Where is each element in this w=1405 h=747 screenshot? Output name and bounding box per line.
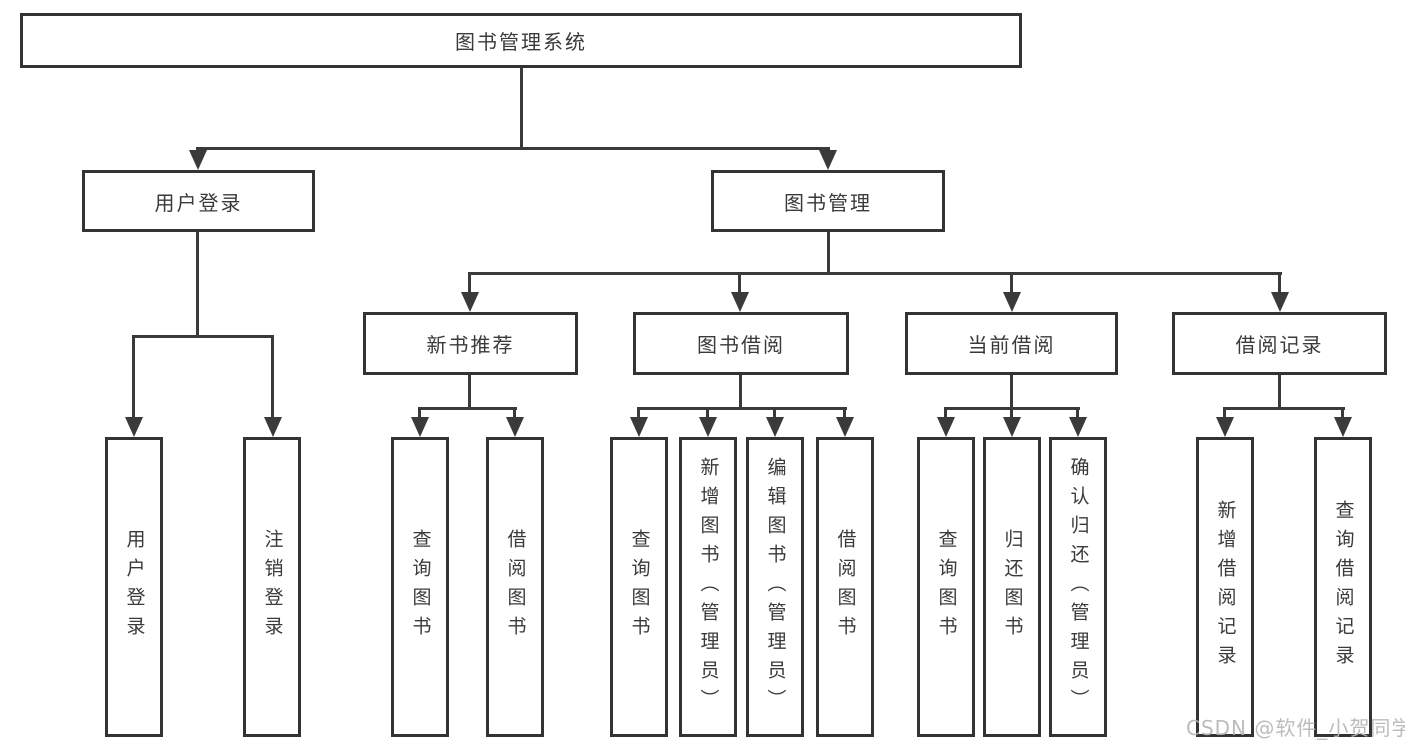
arrowhead-down-icon — [1003, 292, 1021, 312]
node-borrow-records: 借阅记录 — [1172, 312, 1387, 375]
arrowhead-down-icon — [766, 417, 784, 437]
node-user-login-branch-label: 用户登录 — [154, 190, 243, 215]
node-root: 图书管理系统 — [20, 13, 1022, 68]
arrowhead-down-icon — [819, 150, 837, 170]
arrowhead-down-icon — [699, 417, 717, 437]
node-add-books-admin-label: 新增图书（管理员） — [697, 456, 720, 718]
node-borrow-books-recommend: 借阅图书 — [486, 437, 544, 737]
arrowhead-down-icon — [937, 417, 955, 437]
connector-line — [1223, 407, 1345, 410]
node-borrow-books-borrowing-label: 借阅图书 — [834, 529, 857, 645]
connector-line — [197, 147, 830, 150]
connector-line — [418, 407, 421, 420]
node-logout-leaf: 注销登录 — [243, 437, 301, 737]
node-root-label: 图书管理系统 — [455, 30, 587, 54]
arrowhead-down-icon — [1271, 292, 1289, 312]
node-borrow-records-label: 借阅记录 — [1235, 333, 1324, 357]
node-confirm-return-admin: 确认归还（管理员） — [1049, 437, 1107, 737]
node-new-book-recommend-label: 新书推荐 — [426, 333, 515, 357]
connector-line — [1010, 272, 1013, 295]
arrowhead-down-icon — [731, 292, 749, 312]
node-edit-books-admin-label: 编辑图书（管理员） — [764, 456, 787, 718]
arrowhead-down-icon — [1069, 417, 1087, 437]
connector-line — [1341, 407, 1344, 420]
arrowhead-down-icon — [506, 417, 524, 437]
connector-line — [843, 407, 846, 420]
node-current-borrowing: 当前借阅 — [905, 312, 1118, 375]
connector-line — [1223, 407, 1226, 420]
arrowhead-down-icon — [1003, 417, 1021, 437]
connector-line — [637, 407, 640, 420]
connector-line — [944, 407, 947, 420]
connector-line — [196, 232, 199, 337]
connector-line — [1278, 375, 1281, 409]
node-logout-leaf-label: 注销登录 — [261, 529, 284, 645]
connector-line — [827, 232, 830, 275]
node-current-borrowing-label: 当前借阅 — [967, 333, 1056, 357]
node-user-login-branch: 用户登录 — [82, 170, 315, 232]
arrowhead-down-icon — [836, 417, 854, 437]
connector-line — [132, 335, 274, 338]
connector-line — [271, 335, 274, 420]
connector-line — [520, 68, 523, 148]
node-book-borrowing: 图书借阅 — [633, 312, 849, 375]
arrowhead-down-icon — [1216, 417, 1234, 437]
connector-line — [468, 272, 471, 295]
arrowhead-down-icon — [189, 150, 207, 170]
node-book-management-label: 图书管理 — [784, 190, 872, 215]
arrowhead-down-icon — [264, 417, 282, 437]
connector-line — [1010, 375, 1013, 409]
connector-line — [739, 375, 742, 409]
arrowhead-down-icon — [1334, 417, 1352, 437]
connector-line — [468, 375, 471, 409]
arrowhead-down-icon — [630, 417, 648, 437]
connector-line — [468, 272, 1282, 275]
connector-line — [637, 407, 847, 410]
node-query-books-current: 查询图书 — [917, 437, 975, 737]
watermark: CSDN @软件_小贺同学 — [1186, 716, 1405, 740]
node-book-borrowing-label: 图书借阅 — [697, 333, 785, 357]
node-query-books-borrowing-label: 查询图书 — [628, 529, 651, 645]
node-new-book-recommend: 新书推荐 — [363, 312, 578, 375]
node-borrow-books-recommend-label: 借阅图书 — [504, 529, 527, 645]
node-query-books-recommend: 查询图书 — [391, 437, 449, 737]
arrowhead-down-icon — [411, 417, 429, 437]
node-query-books-borrowing: 查询图书 — [610, 437, 668, 737]
connector-line — [1278, 272, 1281, 295]
connector-line — [738, 272, 741, 295]
arrowhead-down-icon — [125, 417, 143, 437]
connector-line — [132, 335, 135, 420]
node-edit-books-admin: 编辑图书（管理员） — [746, 437, 804, 737]
node-query-borrow-record-label: 查询借阅记录 — [1332, 500, 1355, 674]
connector-line — [773, 407, 776, 420]
connector-line — [418, 407, 517, 410]
node-user-login-leaf: 用户登录 — [105, 437, 163, 737]
connector-line — [706, 407, 709, 420]
node-user-login-leaf-label: 用户登录 — [123, 529, 146, 645]
node-add-books-admin: 新增图书（管理员） — [679, 437, 737, 737]
arrowhead-down-icon — [461, 292, 479, 312]
node-add-borrow-record-label: 新增借阅记录 — [1214, 500, 1237, 674]
node-add-borrow-record: 新增借阅记录 — [1196, 437, 1254, 737]
node-borrow-books-borrowing: 借阅图书 — [816, 437, 874, 737]
node-book-management: 图书管理 — [711, 170, 945, 232]
connector-line — [1076, 407, 1079, 420]
node-query-borrow-record: 查询借阅记录 — [1314, 437, 1372, 737]
node-confirm-return-admin-label: 确认归还（管理员） — [1067, 456, 1090, 718]
node-query-books-recommend-label: 查询图书 — [409, 529, 432, 645]
connector-line — [1010, 407, 1013, 420]
node-query-books-current-label: 查询图书 — [935, 529, 958, 645]
connector-line — [513, 407, 516, 420]
node-return-books-label: 归还图书 — [1001, 529, 1024, 645]
node-return-books: 归还图书 — [983, 437, 1041, 737]
